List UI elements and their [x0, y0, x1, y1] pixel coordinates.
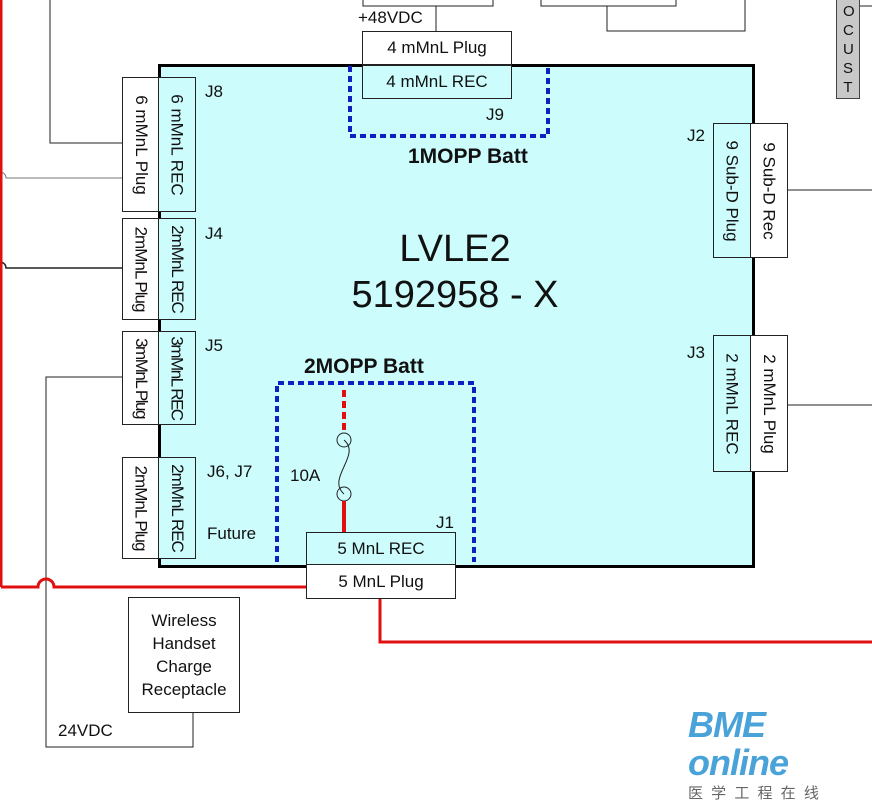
wireless-charge-receptacle: Wireless Handset Charge Receptacle: [128, 597, 240, 713]
voltage-24vdc-label: 24VDC: [58, 721, 113, 740]
top-box-left: [362, 0, 494, 7]
voltage-48vdc-label: +48VDC: [358, 8, 423, 27]
fuse-terminal-top: [336, 432, 352, 448]
j5-id: J5: [205, 336, 223, 355]
j4-id: J4: [205, 224, 223, 243]
j6j7-plug: 2mMnL Plug: [122, 457, 159, 559]
j8-plug: 6 mMnL Plug: [122, 77, 159, 212]
fuse-rating: 10A: [290, 466, 321, 485]
j6j7-rec: 2mMnL REC: [158, 457, 196, 559]
bme-online-watermark: BME online 医 学 工 程 在 线: [688, 706, 872, 803]
mopp1-label: 1MOPP Batt: [408, 145, 528, 168]
fuse-icon: [338, 439, 350, 495]
j8-id: J8: [205, 82, 223, 101]
top-box-right: [540, 0, 677, 7]
board-title: LVLE2: [399, 228, 511, 270]
j2-id: J2: [687, 126, 705, 145]
j6j7-id: J6, J7: [207, 462, 253, 481]
j2-plug: 9 Sub-D Plug: [713, 123, 751, 258]
j6j7-note: Future: [207, 524, 257, 543]
board-part-number: 5192958 - X: [351, 274, 559, 316]
j5-plug: 3mMnL Plug: [122, 331, 159, 425]
board-overlay: [275, 66, 550, 562]
mopp1-zone: [348, 66, 550, 138]
j2-rec: 9 Sub-D Rec: [750, 123, 788, 258]
j9-plug: 4 mMnL Plug: [362, 31, 512, 65]
j4-plug: 2mMnL Plug: [122, 218, 159, 320]
j3-id: J3: [687, 343, 705, 362]
ocust-label: OCUST: [836, 0, 860, 99]
wiring: [0, 0, 872, 748]
watermark-brand: BME online: [688, 704, 789, 783]
j3-rec: 2 mMnL REC: [713, 335, 751, 472]
j1-rec: 5 MnL REC: [306, 532, 456, 565]
j5-rec: 3mMnL REC: [158, 331, 196, 425]
j1-id: J1: [436, 513, 454, 532]
mopp2-zone: [275, 381, 476, 562]
j9-id: J9: [486, 105, 504, 124]
j3-plug: 2 mMnL Plug: [750, 335, 788, 472]
mopp2-label: 2MOPP Batt: [304, 355, 424, 378]
j9-rec: 4 mMnL REC: [362, 65, 512, 99]
j8-rec: 6 mMnL REC: [158, 77, 196, 212]
watermark-subtitle: 医 学 工 程 在 线: [688, 785, 821, 802]
j1-plug: 5 MnL Plug: [306, 564, 456, 599]
j4-rec: 2mMnL REC: [158, 218, 196, 320]
